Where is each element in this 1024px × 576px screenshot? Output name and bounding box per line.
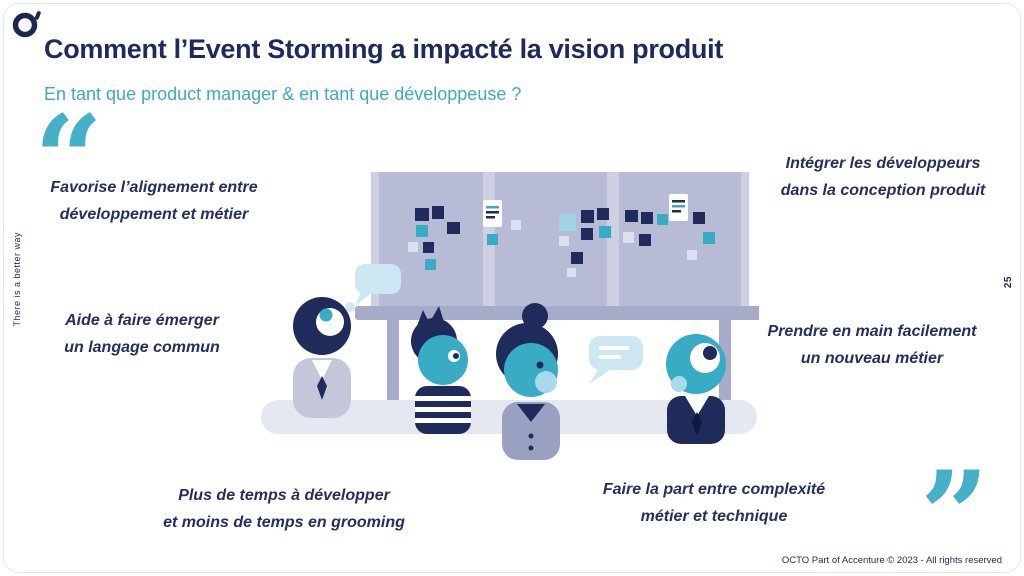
tagline-vertical: There is a better way [12, 232, 22, 327]
quote-langage-commun: Aide à faire émerger un langage commun [32, 307, 252, 361]
quote-temps-developper: Plus de temps à développer et moins de t… [144, 482, 424, 536]
quote-line: dans la conception produit [780, 182, 986, 199]
speech-bubble-left-icon [345, 264, 401, 312]
quote-line: Intégrer les développeurs [785, 155, 981, 172]
event-storming-illustration [261, 172, 759, 460]
quote-line: Favorise l’alignement entre [50, 179, 258, 196]
quote-line: Prendre en main facilement [767, 323, 977, 340]
quote-alignement: Favorise l’alignement entre développemen… [34, 174, 274, 228]
quote-line: Faire la part entre complexité [602, 481, 826, 498]
page-title: Comment l’Event Storming a impacté la vi… [44, 34, 724, 64]
person-teal-head [666, 334, 726, 444]
quote-line: un langage commun [64, 339, 220, 356]
person-bun-center [496, 303, 560, 460]
quote-line: Plus de temps à développer [178, 487, 390, 504]
slide-subtitle: En tant que product manager & en tant qu… [44, 84, 522, 104]
person-striped-shirt [411, 306, 471, 434]
page-number: 25 [1003, 276, 1014, 289]
octo-logo [12, 11, 41, 38]
quote-integrer-developpeurs: Intégrer les développeurs dans la concep… [762, 150, 1004, 204]
quote-complexite-metier: Faire la part entre complexité métier et… [579, 476, 849, 530]
quote-nouveau-metier: Prendre en main facilement un nouveau mé… [754, 318, 990, 372]
quote-line: développement et métier [59, 206, 249, 223]
slide: Comment l’Event Storming a impacté la vi… [3, 3, 1021, 573]
quote-line: et moins de temps en grooming [163, 514, 405, 531]
sticky-notes [408, 194, 715, 277]
person-navy-head [293, 297, 351, 418]
speech-bubble-center-icon [589, 336, 643, 384]
quote-line: métier et technique [640, 508, 788, 525]
copyright-footer: OCTO Part of Accenture © 2023 - All righ… [781, 555, 1002, 566]
quote-line: Aide à faire émerger [65, 312, 219, 329]
quote-line: un nouveau métier [800, 350, 944, 367]
